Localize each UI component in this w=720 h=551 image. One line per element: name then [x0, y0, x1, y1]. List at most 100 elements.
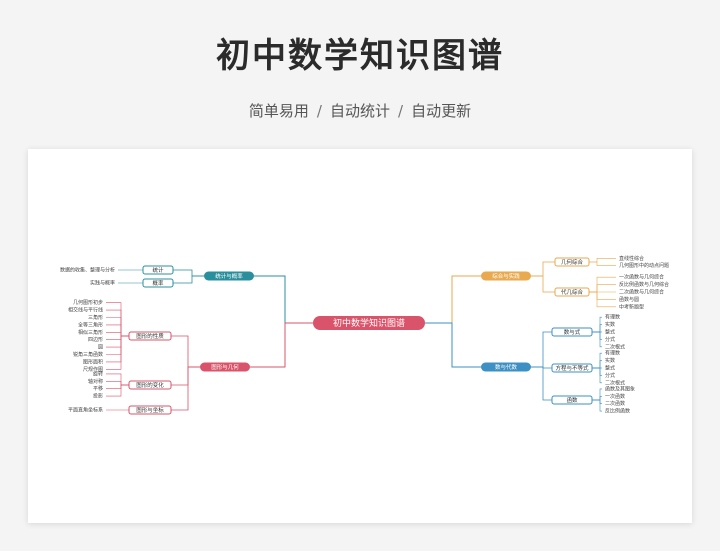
leaf-node: 整式	[605, 329, 615, 336]
branch-node-geometry-box	[200, 362, 250, 372]
connector-leaf	[106, 332, 129, 337]
leaf-node: 锐角三角函数	[73, 351, 103, 358]
leaf-node: 有理数	[605, 314, 620, 321]
leaf-node: 分式	[605, 372, 615, 379]
mindmap-canvas: 数据的收集、整理与分析统计实践与概率概率统计与概率几何图形初步相交线与平行线三角…	[60, 255, 669, 415]
page-title: 初中数学知识图谱	[216, 36, 504, 76]
connector-integrated	[425, 275, 481, 324]
leaf-node: 全等三角形	[78, 321, 103, 328]
leaf-node: 一次函数	[605, 393, 625, 400]
subtopic-node: 代几综合	[561, 288, 584, 296]
leaf-node: 实数	[605, 321, 615, 328]
leaf-node: 有理数	[605, 350, 620, 357]
subtopic-node-box	[554, 287, 590, 297]
leaf-node: 实数	[605, 357, 615, 364]
connector-leaf	[106, 384, 129, 389]
subtitle-item-3: 自动更新	[411, 102, 472, 120]
connector-leaf	[592, 331, 602, 348]
connector-leaf	[106, 381, 129, 386]
subtitle-item-2: 自动统计	[329, 102, 390, 120]
leaf-node: 相交线与平行线	[68, 307, 103, 314]
leaf-node: 四边形	[88, 336, 103, 343]
subtopic-node-box	[128, 331, 172, 341]
connector-leaf	[106, 324, 129, 337]
subtopic-node: 概率	[152, 279, 164, 287]
leaf-node: 直线性综合	[619, 255, 644, 262]
branch-node-stats-box	[204, 271, 254, 281]
connector-leaf	[592, 399, 602, 404]
leaf-node: 几何图形中的动点问题	[619, 262, 669, 269]
connector-integrated-1	[531, 275, 555, 293]
subtopic-node: 数与式	[564, 328, 581, 336]
branch-node-algebra-box	[481, 362, 531, 372]
leaf-node: 二次根式	[605, 379, 625, 386]
leaf-node: 相似三角形	[78, 329, 103, 336]
subtopic-node-box	[551, 363, 593, 373]
subtopic-node-box	[551, 395, 593, 405]
connector-stats-0	[173, 269, 204, 277]
subtopic-node-box	[128, 380, 172, 390]
connector-leaf	[589, 284, 616, 293]
branch-node-algebra: 数与代数	[495, 363, 518, 371]
connector-integrated-0	[531, 261, 555, 277]
connector-geometry-1	[171, 366, 200, 386]
connector-leaf	[589, 258, 616, 263]
connector-leaf	[106, 335, 129, 370]
connector-geometry-2	[171, 366, 200, 411]
leaf-node: 反比例函数与几何综合	[619, 281, 669, 288]
connector-leaf	[106, 317, 129, 337]
leaf-node: 函数与圆	[619, 296, 639, 303]
leaf-node: 几何图形初步	[73, 299, 103, 306]
connector-leaf	[106, 335, 129, 355]
subtopic-node-box	[551, 327, 593, 337]
leaf-node: 轴对称	[88, 378, 103, 385]
leaf-node: 图形面积	[83, 358, 103, 365]
connector-leaf	[106, 335, 129, 340]
connector-geometry	[250, 322, 313, 368]
leaf-node: 二次函数与几何综合	[619, 289, 664, 296]
subtopic-node-box	[128, 405, 172, 415]
leaf-node: 整式	[605, 365, 615, 372]
leaf-node: 二次函数	[605, 400, 625, 407]
root-node: 初中数学知识图谱	[333, 317, 405, 329]
connector-leaf	[592, 396, 602, 401]
branch-node-stats: 统计与概率	[215, 272, 243, 280]
branch-node-integrated-box	[481, 271, 531, 281]
leaf-node: 平移	[93, 385, 103, 392]
leaf-node: 尺规作图	[83, 366, 103, 373]
leaf-node: 实践与概率	[90, 280, 115, 287]
connector-leaf	[592, 331, 602, 340]
connector-leaf	[589, 291, 616, 308]
subtopic-node: 方程与不等式	[555, 364, 589, 372]
connector-algebra	[425, 322, 481, 368]
page-subtitle: 简单易用 / 自动统计 / 自动更新	[0, 100, 720, 121]
leaf-node: 中考新题型	[619, 303, 644, 310]
leaf-node: 三角形	[88, 314, 103, 321]
connector-algebra-0	[531, 331, 552, 368]
connector-leaf	[589, 261, 616, 266]
subtopic-node: 图形的变化	[136, 381, 164, 389]
subtitle-item-1: 简单易用	[248, 102, 309, 120]
subtitle-separator: /	[398, 102, 404, 120]
leaf-node: 投影	[93, 393, 103, 400]
connector-leaf	[106, 384, 129, 397]
subtopic-node: 统计	[152, 266, 164, 274]
connector-leaf	[106, 302, 129, 337]
leaf-node: 分式	[605, 336, 615, 343]
connector-stats	[254, 275, 313, 324]
subtopic-node: 几何综合	[561, 258, 584, 266]
leaf-node: 反比例函数	[605, 408, 630, 415]
subtitle-separator: /	[316, 102, 322, 120]
connector-leaf	[592, 388, 602, 401]
branch-node-geometry: 图形与几何	[211, 363, 239, 371]
leaf-node: 一次函数与几何综合	[619, 274, 664, 281]
connector-leaf	[592, 367, 602, 384]
connector-leaf	[592, 360, 602, 369]
root-node-box	[313, 316, 425, 330]
connector-leaf	[592, 324, 602, 333]
leaf-node: 函数及其图象	[605, 385, 635, 392]
connector-geometry-0	[171, 335, 200, 368]
leaf-node: 二次根式	[605, 343, 625, 350]
branch-node-integrated: 综合与实践	[492, 272, 520, 280]
mindmap-card: 数据的收集、整理与分析统计实践与概率概率统计与概率几何图形初步相交线与平行线三角…	[28, 149, 692, 523]
